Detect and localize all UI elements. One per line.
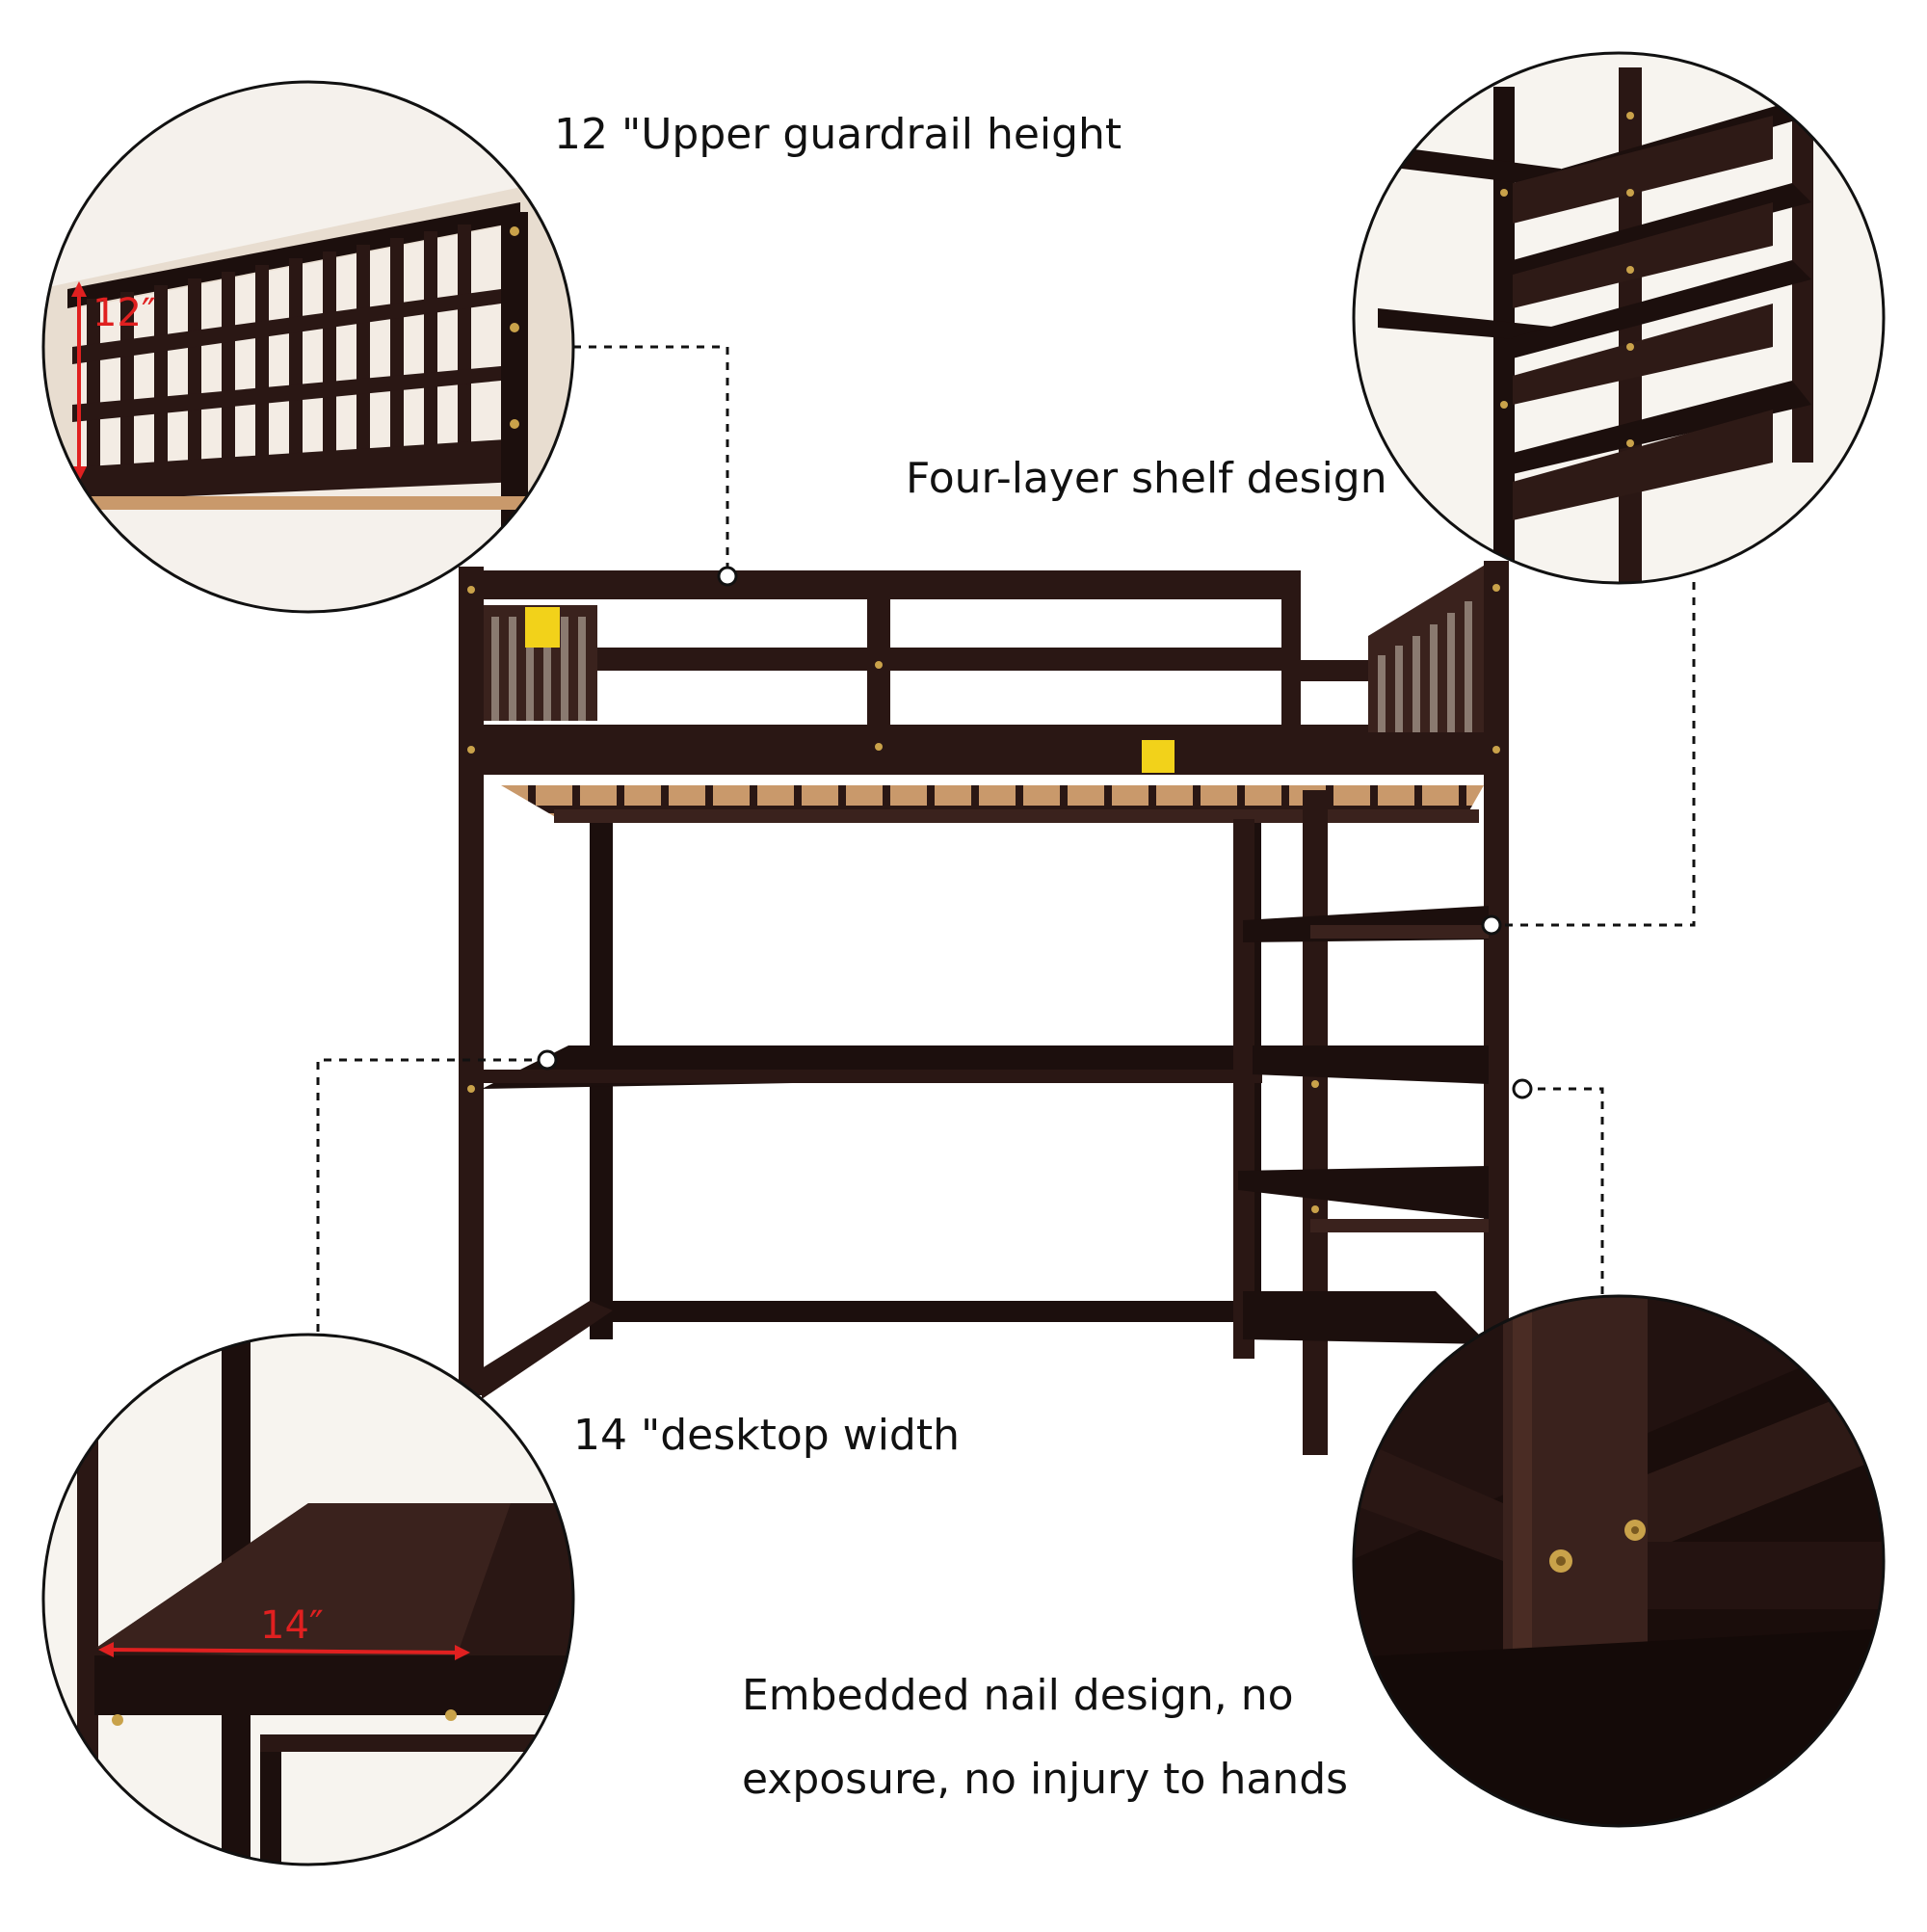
leader-lines — [316, 345, 1696, 1335]
anchor-shelf — [1481, 914, 1502, 936]
shelf-unit — [1233, 819, 1489, 1359]
warning-sticker — [1142, 740, 1175, 773]
warning-label — [525, 607, 560, 648]
anchor-desk — [537, 1049, 558, 1071]
anchor-nail — [1512, 1078, 1533, 1099]
desktop-closeup: 14″ — [43, 1335, 573, 1865]
guardrail-height-label: 12″ — [92, 291, 156, 335]
right-footboard — [1368, 561, 1491, 732]
nail-caption-line2: exposure, no injury to hands — [742, 1755, 1349, 1804]
desk-front-edge — [482, 1070, 1262, 1083]
guardrail-caption: 12 "Upper guardrail height — [554, 110, 1122, 159]
shelf-closeup — [1354, 53, 1884, 583]
back-bottom-rail — [590, 1301, 1261, 1322]
nail-closeup — [1354, 1296, 1884, 1826]
guardrail-closeup: 12″ — [43, 82, 573, 612]
left-bottom-rail — [482, 1301, 613, 1399]
anchor-guardrail — [717, 566, 738, 587]
front-left-post — [459, 567, 484, 1395]
loft-bed — [459, 561, 1509, 1455]
front-guardrail — [480, 725, 1491, 775]
ladder-rail — [1303, 790, 1328, 1455]
shelf-callout-ring — [1352, 51, 1886, 585]
desktop-caption: 14 "desktop width — [573, 1411, 960, 1460]
callout-anchors — [537, 566, 1533, 1099]
guardrail-upright — [867, 570, 890, 775]
front-right-post — [1484, 561, 1509, 1418]
nail-callout-ring — [1352, 1294, 1886, 1828]
desktop-width-label: 14″ — [260, 1603, 324, 1648]
left-headboard — [482, 605, 597, 721]
guardrail-end-post — [1281, 570, 1301, 775]
desktop-callout-ring — [41, 1333, 575, 1866]
shelf-caption: Four-layer shelf design — [906, 454, 1387, 503]
nail-caption-line1: Embedded nail design, no — [742, 1671, 1294, 1720]
guardrail-callout-ring — [41, 80, 575, 614]
platform-edge — [554, 809, 1479, 823]
